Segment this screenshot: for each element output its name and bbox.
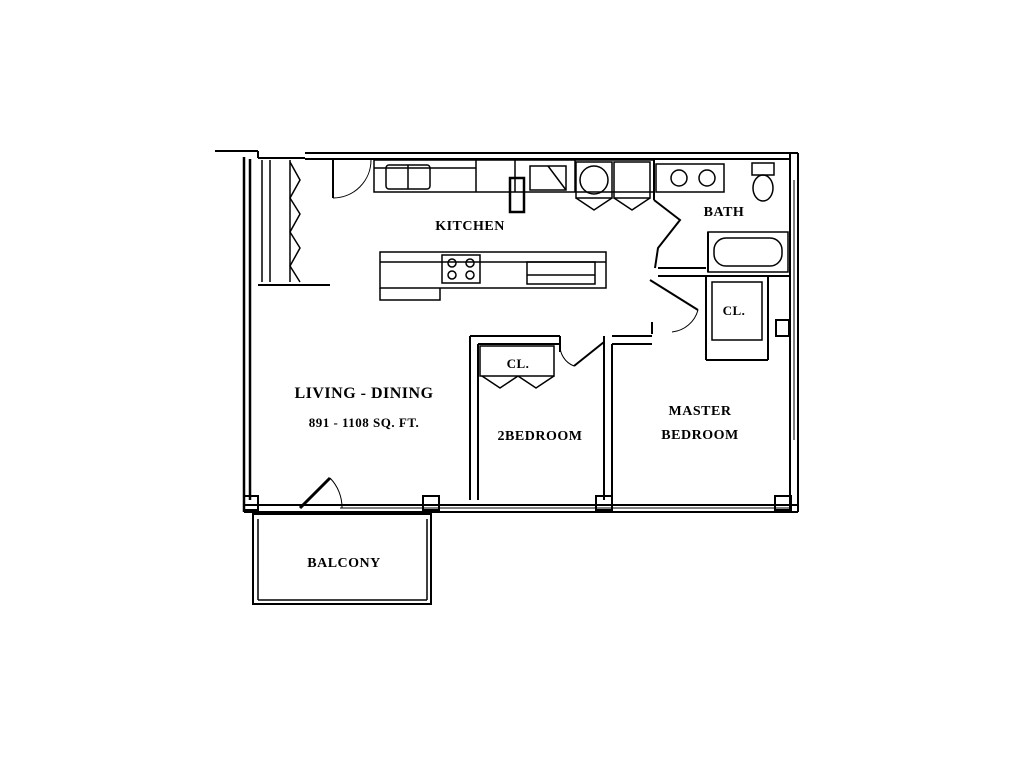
column	[774, 495, 792, 511]
second-bedroom-walls	[469, 335, 652, 500]
master-bedroom-label-line1: MASTER	[668, 404, 732, 419]
toilet-tank	[751, 162, 775, 176]
cooktop-icon	[465, 270, 475, 280]
sink-icon	[698, 169, 716, 187]
wall-top	[305, 152, 798, 160]
outer-walls	[215, 150, 799, 513]
area-label: 891 - 1108 SQ. FT.	[308, 415, 420, 430]
bath-label: BATH	[703, 205, 745, 220]
balcony	[252, 513, 432, 605]
closet-shelf	[711, 281, 763, 341]
wall-top-left-stub	[215, 150, 305, 159]
washer-icon	[579, 165, 609, 195]
master-bedroom-label-line2: BEDROOM	[661, 428, 739, 443]
pillar	[508, 176, 526, 214]
wall-bottom	[244, 504, 798, 513]
column	[422, 495, 440, 511]
entry-door	[332, 159, 372, 199]
balcony-door	[298, 476, 343, 510]
cooktop-icon	[447, 258, 457, 268]
living-dining-label: LIVING - DINING	[294, 385, 434, 402]
bedroom-closet-label: CL.	[506, 356, 530, 371]
toilet-icon	[752, 174, 774, 202]
cooktop-icon	[447, 270, 457, 280]
bath-closet-label: CL.	[722, 303, 746, 318]
wall-left	[242, 157, 252, 512]
interior-walls	[649, 275, 790, 361]
bath-vanity	[655, 163, 725, 193]
sink-icon	[670, 169, 688, 187]
kitchen-label: KITCHEN	[435, 219, 505, 234]
cooktop-icon	[465, 258, 475, 268]
kitchen-appliance	[529, 165, 567, 191]
entry-closet	[258, 160, 330, 286]
bath	[653, 160, 789, 273]
column	[243, 495, 259, 511]
column	[775, 319, 790, 337]
balcony-label: BALCONY	[307, 556, 381, 571]
second-bedroom-label: 2BEDROOM	[497, 429, 583, 444]
kitchen-island	[379, 251, 607, 301]
kitchen-counters	[373, 159, 655, 214]
